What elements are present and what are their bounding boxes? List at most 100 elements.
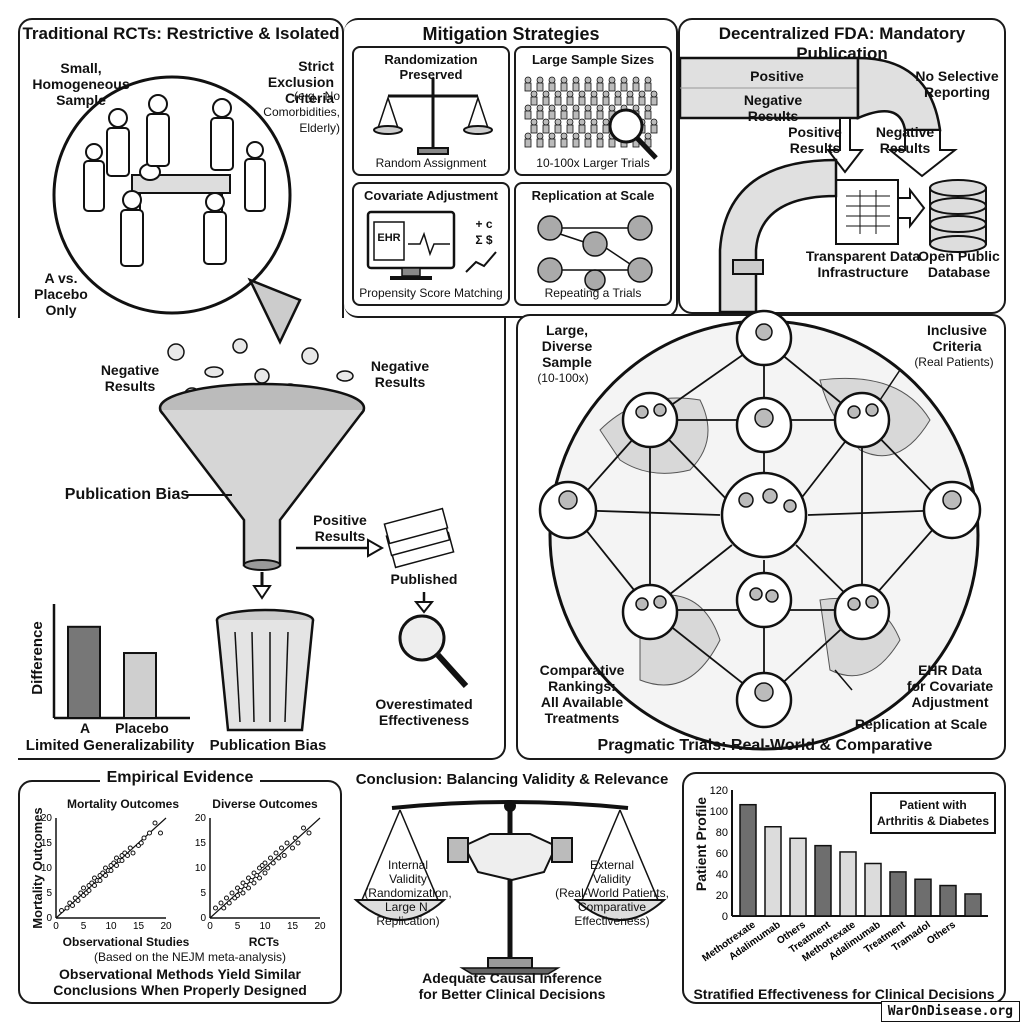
crowd-body: [560, 110, 568, 120]
scatter-y-tick: 15: [195, 838, 207, 849]
scatter-point: [108, 868, 114, 873]
scatter-x-tick: 5: [81, 921, 87, 932]
negative-results-left: Negative Results: [100, 362, 160, 394]
scatter-y-tick: 10: [195, 863, 207, 874]
strat-bar: [964, 893, 982, 917]
evidence-panel: [18, 780, 342, 1004]
crowd-body: [650, 124, 658, 134]
scatter-x-tick: 5: [235, 921, 241, 932]
replication-scale-label: Replication at Scale: [854, 716, 988, 732]
mitigation-title: Mitigation Strategies: [422, 24, 600, 44]
database-icon: [929, 179, 987, 253]
scatter-point: [130, 850, 136, 856]
ehr-text: EHR: [377, 232, 401, 244]
scatter-point: [103, 873, 108, 878]
external-validity: External Validity (Real-World Patients, …: [555, 858, 669, 928]
crowd-body: [650, 96, 658, 106]
transparent-data-label: Transparent Data Infrastructure: [805, 248, 921, 280]
scatter-y-tick: 15: [41, 838, 53, 849]
crowd-body: [644, 82, 652, 92]
strat-y-tick: 60: [716, 848, 728, 860]
crowd-body: [536, 138, 544, 148]
crowd-body: [560, 138, 568, 148]
scatter-point: [147, 830, 152, 836]
scatter-point: [306, 830, 312, 836]
crowd-body: [572, 138, 580, 148]
scatter-x-tick: 15: [133, 921, 145, 932]
conclusion-bottom: Adequate Causal Inference for Better Cli…: [418, 970, 606, 1002]
balance-scale-icon: [373, 78, 493, 155]
crowd-body: [542, 96, 550, 106]
magnifier-icon: [398, 614, 446, 662]
crowd-body: [566, 124, 574, 134]
crowd-body: [554, 124, 562, 134]
plot2-xlabel: RCTs: [248, 935, 280, 949]
patient-nodes: [538, 309, 982, 729]
crowd-body: [590, 96, 598, 106]
scatter-point: [114, 863, 119, 868]
scatter-point: [224, 895, 229, 901]
strat-bar: [839, 851, 857, 917]
crowd-body: [542, 124, 550, 134]
stratified-chart: 020406080100120MethotrexateAdalimumabOth…: [700, 785, 988, 964]
cell-replication: Replication at Scale Repeating a Trials: [514, 182, 672, 306]
published-label: Published: [390, 571, 458, 587]
pipe-negative: Negative Results: [743, 92, 803, 124]
scatter-point: [213, 905, 218, 911]
scatter-point: [262, 870, 268, 876]
plot1-title: Mortality Outcomes: [66, 797, 180, 811]
evidence-note: (Based on the NEJM meta-analysis): [93, 950, 287, 964]
strat-bar: [764, 826, 782, 917]
scatter-point: [276, 855, 282, 861]
exclusion-note: (e.g., No Comorbidities, Elderly): [263, 89, 340, 135]
strat-bar: [864, 862, 882, 917]
spreadsheet-icon: [835, 179, 899, 245]
patient-bed: [131, 174, 231, 194]
globe-network-icon: [537, 215, 653, 291]
scatter-y-tick: 20: [41, 813, 53, 824]
crowd-body: [608, 82, 616, 92]
bar-caption: Limited Generalizability: [25, 737, 195, 754]
scatter-x-tick: 0: [53, 921, 59, 932]
scatter-point: [86, 888, 92, 893]
crowd-body: [590, 124, 598, 134]
scatter-point: [270, 860, 276, 866]
scatter-point: [64, 905, 70, 911]
large-sample-note: (10-100x): [537, 371, 589, 385]
strat-y-tick: 80: [716, 827, 728, 839]
patient-profile-legend: Patient with Arthritis & Diabetes: [870, 792, 996, 834]
conclusion-title: Conclusion: Balancing Validity & Relevan…: [355, 771, 669, 788]
crowd-body: [524, 82, 532, 92]
strat-y-tick: 120: [710, 785, 728, 797]
crowd-body: [530, 96, 538, 106]
strat-y-tick: 40: [716, 869, 728, 881]
scatter-point: [70, 903, 75, 908]
bar-placebo: [123, 652, 157, 720]
crowd-body: [560, 82, 568, 92]
scatter-point: [265, 865, 271, 871]
plot1-xlabel: Observational Studies: [62, 935, 190, 949]
scatter-x-tick: 20: [160, 921, 172, 932]
scatter-point: [246, 885, 251, 891]
stratified-caption: Stratified Effectiveness for Clinical De…: [693, 986, 995, 1002]
strat-x-tick: Others: [925, 919, 958, 947]
positive-results: Positive Results: [788, 124, 842, 156]
strat-bar: [889, 871, 907, 917]
scatter-x-tick: 0: [207, 921, 213, 932]
scatter-point: [218, 900, 224, 906]
sample-label: Small, Homogeneous Sample: [32, 60, 130, 108]
crowd-body: [548, 138, 556, 148]
funnel-label: Publication Bias: [64, 486, 190, 503]
covariate-symbols: + c Σ $: [475, 217, 493, 247]
strat-bar: [939, 884, 957, 917]
crowd-body: [536, 110, 544, 120]
inclusive-criteria-label: Inclusive Criteria: [927, 322, 987, 354]
crowd-body: [536, 82, 544, 92]
comparative-rankings-label: Comparative Rankings: All Available Trea…: [539, 662, 625, 726]
crowd-body: [602, 96, 610, 106]
scatter-y-tick: 10: [41, 863, 53, 874]
